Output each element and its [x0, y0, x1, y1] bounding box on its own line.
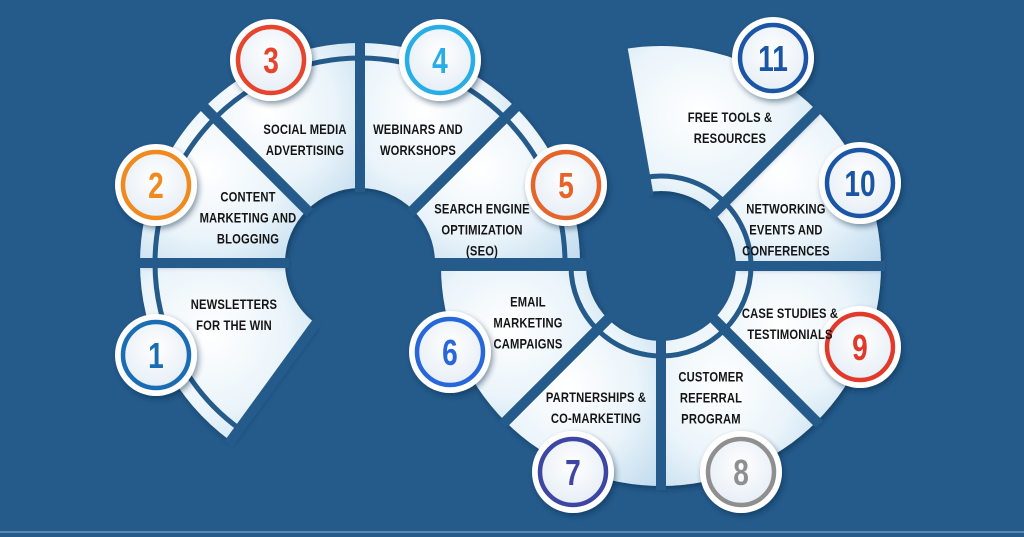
step-label-11: FREE TOOLS & RESOURCES: [688, 107, 772, 149]
label-line: TESTIMONIALS: [747, 326, 833, 342]
gaps-layer: [136, 39, 885, 490]
badge-ring: [120, 149, 192, 221]
label-line: SOCIAL MEDIA: [263, 121, 347, 137]
segment-2: [140, 107, 307, 263]
segment-gap: [499, 312, 615, 428]
segment-5: [413, 107, 580, 263]
step-number: 1: [148, 336, 164, 376]
badge-ring: [824, 311, 896, 383]
bottom-divider: [0, 531, 1024, 533]
label-line: ADVERTISING: [265, 142, 345, 158]
label-line: OPTIMIZATION: [441, 221, 523, 238]
badge-ring: [235, 24, 307, 96]
step-number: 11: [758, 39, 788, 79]
segment-6: [441, 266, 608, 422]
label-line: CONFERENCES: [742, 242, 830, 259]
step-number: 8: [733, 453, 749, 493]
step-badge-11: 11: [732, 17, 814, 99]
step-label-2: CONTENT MARKETING AND BLOGGING: [200, 187, 297, 250]
label-line: EMAIL: [510, 293, 546, 310]
badge-ring: [414, 316, 486, 388]
label-line: FREE TOOLS &: [687, 109, 773, 125]
badge-ring: [537, 436, 609, 508]
band-separator: [660, 327, 727, 359]
step-number: 4: [432, 41, 448, 81]
label-line: PROGRAM: [681, 410, 741, 427]
band-separator: [595, 327, 662, 359]
segment-gap: [198, 101, 314, 217]
step-label-7: PARTNERSHIPS & CO-MARKETING: [546, 387, 646, 429]
step-number: 9: [852, 328, 868, 368]
step-label-9: CASE STUDIES & TESTIMONIALS: [742, 303, 838, 345]
step-badge-4: 4: [399, 19, 481, 101]
badge-ring: [120, 319, 192, 391]
step-label-10: NETWORKING EVENTS AND CONFERENCES: [742, 199, 830, 262]
label-line: REFERRAL: [679, 389, 743, 406]
segment-9: [714, 266, 881, 422]
badges-layer: 1 2 3 4 5 6 7 8 9 10 11: [115, 17, 901, 513]
step-number: 6: [442, 333, 458, 373]
step-badge-5: 5: [525, 144, 607, 226]
badge-ring: [404, 24, 476, 96]
badge-ring: [737, 22, 809, 94]
label-line: CAMPAIGNS: [493, 335, 563, 352]
segment-1: [140, 263, 316, 441]
label-line: PARTNERSHIPS &: [545, 389, 647, 405]
step-number: 10: [844, 164, 875, 204]
label-line: WEBINARS AND: [373, 121, 463, 137]
label-line: CONTENT: [220, 188, 276, 205]
segment-gap: [707, 104, 823, 220]
band-separator: [722, 200, 754, 267]
label-line: SEARCH ENGINE: [434, 200, 530, 217]
label-line: NEWSLETTERS: [190, 296, 278, 312]
label-line: MARKETING AND: [199, 209, 297, 226]
step-label-5: SEARCH ENGINE OPTIMIZATION (SEO): [434, 199, 529, 262]
label-line: WORKSHOPS: [379, 142, 457, 158]
step-number: 5: [558, 166, 574, 206]
band-separator: [568, 265, 600, 332]
label-line: EVENTS AND: [749, 221, 823, 238]
step-number: 2: [148, 166, 164, 206]
step-badge-7: 7: [532, 431, 614, 513]
step-label-1: NEWSLETTERS FOR THE WIN: [191, 294, 277, 336]
label-line: FOR THE WIN: [196, 317, 272, 333]
step-label-3: SOCIAL MEDIA ADVERTISING: [263, 119, 346, 161]
segment-gap: [224, 317, 323, 448]
label-line: CO-MARKETING: [550, 410, 642, 426]
segment-4: [360, 43, 516, 210]
step-badge-9: 9: [819, 306, 901, 388]
segment-gap: [617, 44, 654, 197]
badge-ring: [824, 147, 896, 219]
badge-ring: [705, 436, 777, 508]
label-line: (SEO): [466, 242, 498, 259]
label-line: BLOGGING: [216, 230, 280, 247]
label-line: CASE STUDIES &: [741, 305, 839, 321]
band-separator: [644, 173, 727, 205]
step-badge-1: 1: [115, 314, 197, 396]
step-label-4: WEBINARS AND WORKSHOPS: [373, 119, 463, 161]
step-badge-10: 10: [819, 142, 901, 224]
segment-8: [661, 319, 817, 486]
label-line: CUSTOMER: [678, 368, 744, 385]
step-label-6: EMAIL MARKETING CAMPAIGNS: [493, 292, 562, 355]
label-line: RESOURCES: [693, 130, 767, 146]
label-line: NETWORKING: [746, 200, 826, 217]
badge-ring: [530, 149, 602, 221]
step-badge-8: 8: [700, 431, 782, 513]
step-badge-2: 2: [115, 144, 197, 226]
segment-gap: [707, 312, 823, 428]
step-number: 3: [263, 41, 279, 81]
label-line: MARKETING: [493, 314, 563, 331]
segment-gap: [406, 101, 522, 217]
step-label-8: CUSTOMER REFERRAL PROGRAM: [678, 367, 743, 430]
step-number: 7: [565, 453, 581, 493]
step-badge-3: 3: [230, 19, 312, 101]
step-badge-6: 6: [409, 311, 491, 393]
band-separator: [722, 265, 754, 332]
